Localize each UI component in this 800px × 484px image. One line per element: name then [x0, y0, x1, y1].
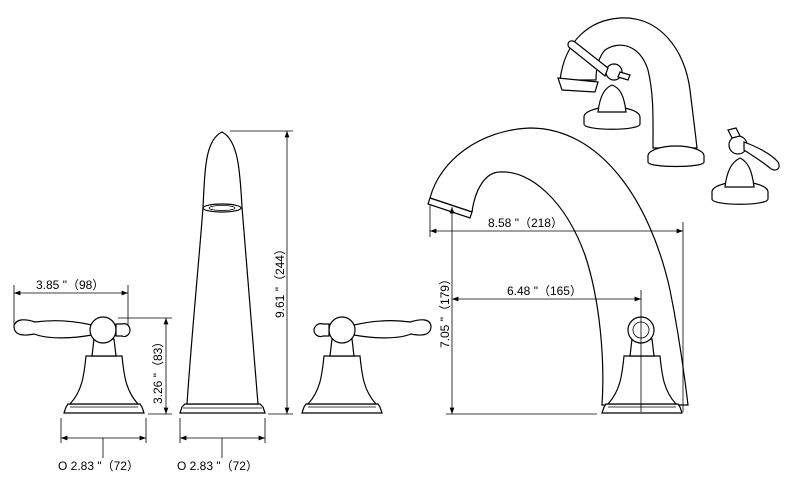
- spout-side-height-dimension: 7.05 "（179）: [438, 207, 597, 415]
- right-handle-view: [301, 316, 432, 414]
- handle-height-dimension: 3.26 "（83）: [118, 317, 172, 415]
- handle-height-label: 3.26 "（83）: [151, 336, 165, 404]
- spout-side-height-label: 7.05 "（179）: [438, 273, 452, 348]
- handle-base-label: O 2.83 "（72）: [58, 459, 139, 473]
- spout-height-label: 9.61 "（244）: [273, 243, 287, 318]
- handle-width-dimension: 3.85 "（98）: [13, 278, 129, 325]
- spout-reach-label: 8.58 "（218）: [488, 216, 563, 230]
- spout-height-dimension: 9.61 "（244）: [230, 130, 293, 415]
- spout-base-label: O 2.83 "（72）: [177, 459, 258, 473]
- spout-base-dimension: O 2.83 "（72）: [177, 418, 266, 473]
- perspective-view: [557, 17, 780, 205]
- left-handle-view: [13, 316, 145, 414]
- spout-reach-dimension: 8.58 "（218）: [429, 205, 684, 412]
- spout-to-aerator-dimension: 6.48 "（165）: [452, 284, 641, 302]
- handle-base-dimension: O 2.83 "（72）: [58, 418, 147, 473]
- handle-width-label: 3.85 "（98）: [36, 278, 104, 292]
- spout-side-view: [427, 127, 689, 414]
- spout-front-view: [179, 131, 266, 414]
- spout-to-aerator-label: 6.48 "（165）: [507, 284, 582, 298]
